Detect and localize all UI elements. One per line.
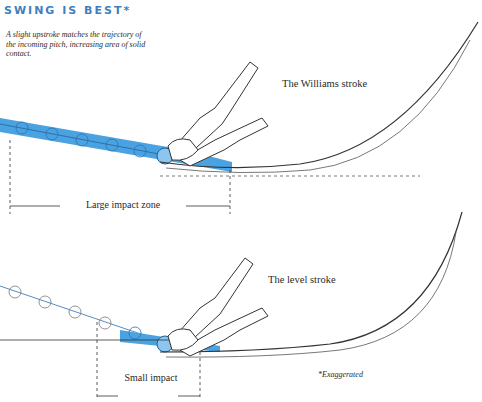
footnote: *Exaggerated xyxy=(318,370,438,380)
ball-trail xyxy=(129,327,141,339)
note: A slight upstroke matches the trajectory… xyxy=(6,30,146,59)
ball-trail xyxy=(9,286,111,329)
arms-hands xyxy=(168,258,268,356)
swing-arc xyxy=(160,212,462,352)
swing-arc xyxy=(160,22,478,168)
arms-hands xyxy=(168,62,268,166)
ball-trail xyxy=(16,122,146,157)
zone-mark xyxy=(97,322,98,398)
dimension-label: Small impact xyxy=(118,372,184,384)
stroke-label: The level stroke xyxy=(268,274,398,287)
zone-mark xyxy=(230,170,231,214)
stroke-label: The Williams stroke xyxy=(282,78,412,91)
zone-dimension xyxy=(97,396,118,397)
pitch-path xyxy=(0,124,175,157)
swing-arc-inner xyxy=(166,40,470,173)
zone-mark xyxy=(200,352,201,398)
zone-dimension xyxy=(178,396,200,397)
title: SWING IS BEST* xyxy=(4,4,131,17)
zone-mark xyxy=(10,140,11,214)
dimension-label: Large impact zone xyxy=(60,199,186,211)
level-reference xyxy=(160,176,420,177)
swing-arc-inner xyxy=(166,232,456,357)
